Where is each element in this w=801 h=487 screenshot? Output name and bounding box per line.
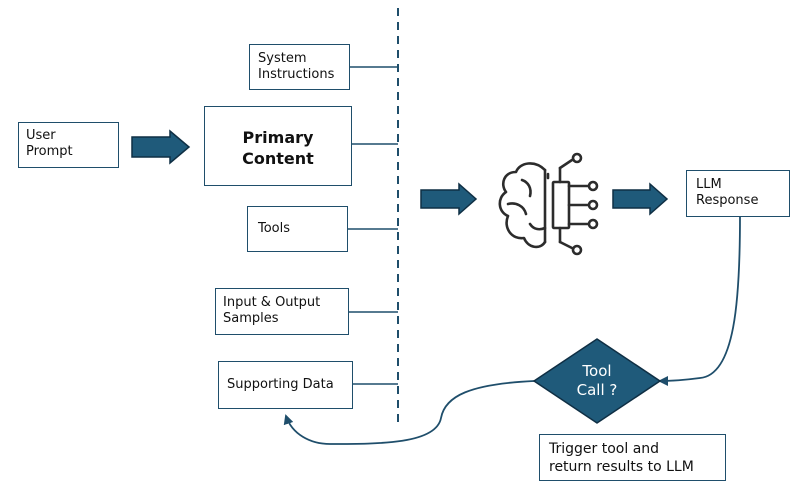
supporting-data-label: Supporting Data	[227, 377, 334, 392]
io-samples-line2: Samples	[223, 311, 279, 326]
trigger-tool-line2: return results to LLM	[549, 459, 694, 475]
supporting-data-box: Supporting Data	[218, 361, 353, 409]
trigger-tool-line1: Trigger tool and	[549, 441, 660, 457]
io-samples-line1: Input & Output	[223, 295, 321, 310]
llm-response-box: LLM Response	[686, 170, 790, 217]
tool-call-diamond	[532, 338, 662, 424]
brain-ai-icon	[498, 152, 599, 256]
arrow-user-to-primary	[131, 129, 191, 165]
arrow-divider-to-brain	[420, 182, 478, 216]
primary-content-line2: Content	[242, 149, 314, 168]
primary-content-line1: Primary	[242, 128, 314, 147]
arrow-brain-to-response	[612, 182, 669, 216]
response-to-toolcall-line	[658, 215, 741, 386]
llm-response-line1: LLM	[696, 177, 722, 192]
user-prompt-line2: Prompt	[26, 144, 73, 159]
toolcall-to-supporting-line	[283, 380, 535, 445]
io-samples-box: Input & Output Samples	[215, 288, 349, 335]
user-prompt-line1: User	[26, 128, 56, 143]
tools-box: Tools	[247, 206, 348, 252]
user-prompt-box: User Prompt	[18, 122, 119, 168]
system-instructions-line2: Instructions	[258, 67, 335, 82]
system-instructions-box: System Instructions	[249, 44, 350, 90]
tool-call-line1: Tool	[582, 362, 612, 380]
trigger-tool-box: Trigger tool and return results to LLM	[539, 434, 726, 481]
primary-content-box: Primary Content	[204, 106, 352, 186]
tools-label: Tools	[258, 221, 291, 236]
tool-call-line2: Call ?	[576, 381, 618, 399]
system-instructions-line1: System	[258, 51, 307, 66]
llm-response-line2: Response	[696, 193, 759, 208]
tool-call-text: Tool Call ?	[547, 362, 647, 400]
